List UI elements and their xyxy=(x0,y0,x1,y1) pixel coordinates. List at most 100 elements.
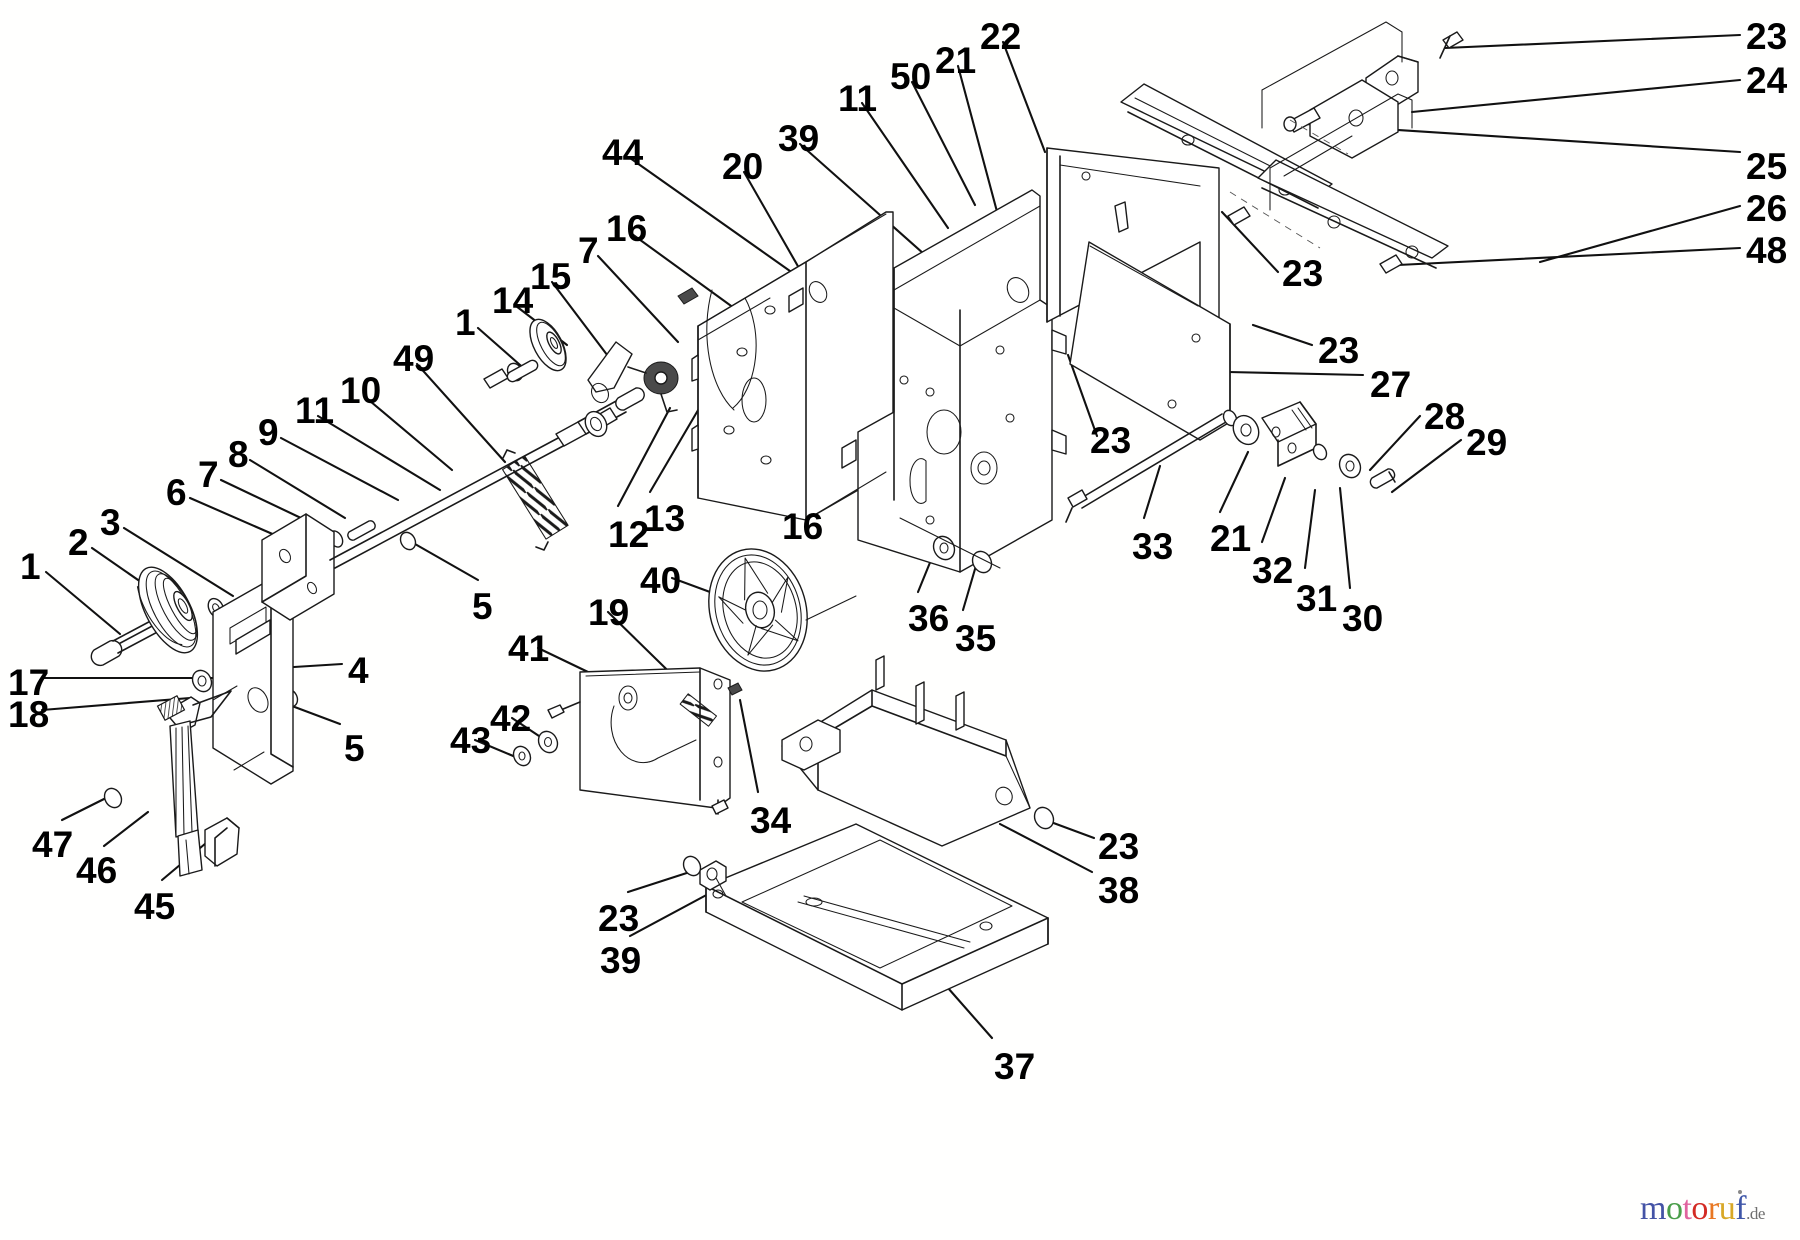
watermark-letter: t xyxy=(1682,1190,1692,1227)
leader-line xyxy=(1001,40,1047,154)
part-handle-bar-lower xyxy=(1227,93,1449,274)
callout-number-45: 45 xyxy=(134,886,176,927)
part-upper-clamp xyxy=(261,513,335,621)
callout-number-46: 46 xyxy=(76,850,118,891)
callout-number-14: 14 xyxy=(492,280,534,321)
watermark-letter: r xyxy=(1707,1190,1719,1227)
leader-line xyxy=(476,326,530,374)
part-base-pan xyxy=(682,823,1049,1011)
watermark-logo: motoruf.de xyxy=(1640,1190,1765,1227)
callout-number-41: 41 xyxy=(508,628,550,669)
hardware-42-43 xyxy=(512,730,559,767)
leader-line xyxy=(415,362,507,464)
part-frame-left-panel xyxy=(691,211,894,521)
leader-line xyxy=(122,526,235,598)
leader-line xyxy=(362,394,454,472)
callout-number-6: 6 xyxy=(166,472,187,513)
leader-line xyxy=(406,538,480,582)
callout-number-47: 47 xyxy=(32,824,74,865)
callout-number-12: 12 xyxy=(608,514,650,555)
leader-line xyxy=(1220,210,1280,274)
callout-number-17: 17 xyxy=(8,662,50,703)
callout-number-2: 2 xyxy=(68,522,89,563)
callout-number-38: 38 xyxy=(1098,870,1140,911)
callout-number-39: 39 xyxy=(600,940,642,981)
callout-number-23: 23 xyxy=(1746,16,1788,57)
leader-line xyxy=(44,570,122,636)
leader-line xyxy=(60,796,108,822)
hardware-36-35 xyxy=(899,517,1001,574)
callout-number-8: 8 xyxy=(228,434,249,475)
callout-number-44: 44 xyxy=(602,132,644,173)
callout-number-29: 29 xyxy=(1466,422,1508,463)
part-side-plate-27 xyxy=(1069,241,1231,441)
callout-number-50: 50 xyxy=(890,56,932,97)
callout-number-16: 16 xyxy=(606,208,648,249)
leader-line xyxy=(998,822,1094,874)
part-belt-guard-bracket xyxy=(547,667,743,815)
leader-line xyxy=(1443,33,1742,50)
callout-number-33: 33 xyxy=(1132,526,1174,567)
callout-number-9: 9 xyxy=(258,412,279,453)
callout-number-7: 7 xyxy=(198,454,219,495)
leader-line xyxy=(473,738,520,760)
leader-line xyxy=(616,406,672,508)
leader-line xyxy=(596,254,680,344)
leader-line xyxy=(40,696,192,712)
leader-line xyxy=(1368,414,1422,472)
callout-number-13: 13 xyxy=(644,498,686,539)
part-linkage-rod xyxy=(1065,401,1396,523)
callout-number-37: 37 xyxy=(994,1046,1036,1087)
watermark-letter: f xyxy=(1735,1190,1747,1227)
part-torsion-spring xyxy=(627,361,679,413)
callout-number-26: 26 xyxy=(1746,188,1788,229)
watermark-letter: o xyxy=(1665,1190,1683,1227)
leader-line xyxy=(648,398,706,494)
leader-line xyxy=(1410,78,1742,114)
callout-number-34: 34 xyxy=(750,800,792,841)
part-idler-pulley xyxy=(506,318,567,383)
leader-line xyxy=(316,414,442,492)
callout-number-25: 25 xyxy=(1746,146,1788,187)
callout-number-21: 21 xyxy=(935,40,977,81)
callout-number-23: 23 xyxy=(598,898,640,939)
callout-number-20: 20 xyxy=(722,146,764,187)
leader-line xyxy=(1538,204,1742,264)
watermark-letter: m xyxy=(1640,1190,1666,1227)
leader-line xyxy=(1260,476,1287,544)
callout-number-19: 19 xyxy=(588,592,630,633)
callout-number-18: 18 xyxy=(8,694,50,735)
part-drive-wheel xyxy=(708,548,857,672)
callout-number-23: 23 xyxy=(1282,253,1324,294)
callout-number-21: 21 xyxy=(1210,518,1252,559)
part-frame-right-panel xyxy=(841,189,1067,573)
leader-line xyxy=(1396,246,1742,267)
callout-number-16: 16 xyxy=(782,506,824,547)
callout-number-11: 11 xyxy=(838,78,878,119)
leader-line xyxy=(946,986,994,1040)
callout-number-43: 43 xyxy=(450,720,492,761)
leader-line xyxy=(910,80,977,207)
part-artwork xyxy=(90,21,1464,1011)
leader-line xyxy=(738,698,760,794)
callout-number-7: 7 xyxy=(578,230,599,271)
callout-number-28: 28 xyxy=(1424,396,1466,437)
leader-line xyxy=(1338,486,1352,590)
callout-number-49: 49 xyxy=(393,338,435,379)
watermark-dot-icon xyxy=(1738,1190,1742,1194)
callout-number-1: 1 xyxy=(20,546,41,587)
callout-number-42: 42 xyxy=(490,698,532,739)
leader-lines xyxy=(40,33,1742,1040)
leader-line xyxy=(248,458,347,520)
callout-number-31: 31 xyxy=(1296,578,1338,619)
leader-line xyxy=(1226,370,1365,377)
callout-number-23: 23 xyxy=(1098,826,1140,867)
part-left-pulley xyxy=(90,566,199,667)
watermark-letter: o xyxy=(1691,1190,1708,1227)
callout-number-40: 40 xyxy=(640,560,682,601)
callout-number-36: 36 xyxy=(908,598,950,639)
callout-number-32: 32 xyxy=(1252,550,1294,591)
callout-number-30: 30 xyxy=(1342,598,1384,639)
